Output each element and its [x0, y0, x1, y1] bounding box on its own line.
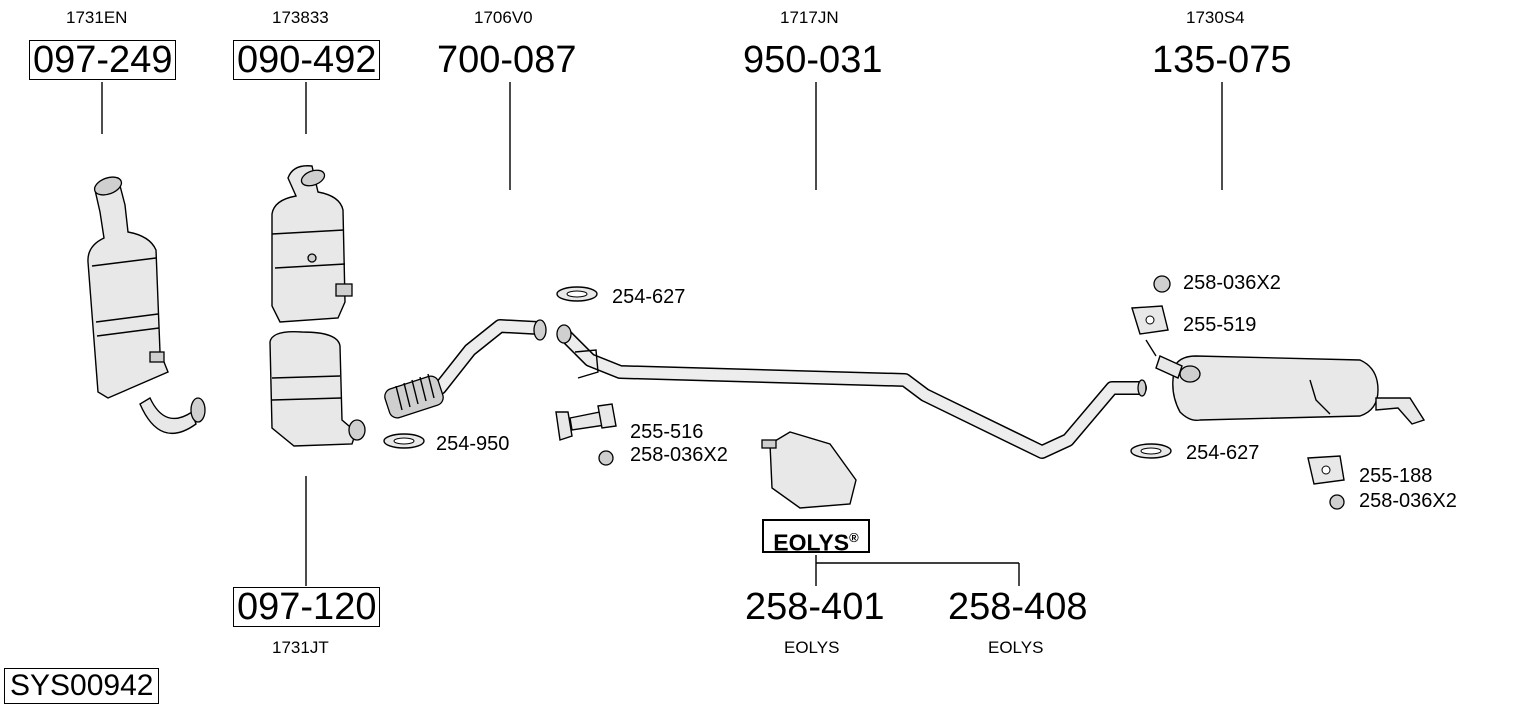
oe-number: 1717JN — [780, 8, 839, 27]
clamp-254-627-rear-drawing — [1130, 443, 1172, 459]
hanger-255-188-drawing — [1307, 455, 1345, 485]
eolys-bag-drawing — [761, 431, 857, 509]
accessory-number[interactable]: 255-188 — [1359, 465, 1433, 487]
part-097-120-filter-drawing — [269, 331, 366, 447]
clamp-254-950-drawing — [383, 433, 425, 449]
accessory-number[interactable]: 254-950 — [436, 433, 510, 455]
accessory-number[interactable]: 254-627 — [612, 286, 686, 308]
accessory-number[interactable]: 258-036X2 — [1183, 272, 1281, 294]
eolys-label: EOLYS — [773, 529, 850, 556]
accessory-number[interactable]: 254-627 — [1186, 442, 1260, 464]
oe-number: 173833 — [272, 8, 329, 27]
oe-number: 1706V0 — [474, 8, 533, 27]
part-number[interactable]: 090-492 — [233, 40, 381, 80]
hanger-255-519-drawing — [1131, 305, 1169, 357]
nut-258-036X2-front-drawing — [598, 450, 614, 466]
part-135-075-silencer-drawing — [1155, 355, 1426, 425]
accessory-number[interactable]: 258-036X2 — [630, 444, 728, 466]
nut-258-036X2-rear-top-drawing — [1153, 275, 1171, 293]
part-700-087-front-pipe-drawing — [384, 319, 547, 419]
part-950-031-center-pipe-drawing — [556, 324, 1147, 459]
registered-mark: ® — [849, 530, 859, 545]
accessory-number[interactable]: 255-519 — [1183, 314, 1257, 336]
part-090-492-filter-drawing — [271, 165, 353, 323]
hanger-255-516-drawing — [555, 403, 617, 441]
clamp-254-627-front-drawing — [556, 286, 598, 302]
part-number[interactable]: 700-087 — [437, 39, 577, 81]
part-number[interactable]: 097-249 — [29, 40, 177, 80]
eolys-label-box: EOLYS® — [762, 519, 870, 556]
part-number[interactable]: 950-031 — [743, 39, 883, 81]
oe-number: 1731EN — [66, 8, 128, 27]
accessory-number[interactable]: 255-516 — [630, 421, 704, 443]
part-number[interactable]: 258-408 — [948, 586, 1088, 628]
part-number[interactable]: 258-401 — [745, 586, 885, 628]
oe-number: 1731JT — [272, 638, 329, 657]
oe-number: EOLYS — [784, 638, 840, 657]
oe-number: 1730S4 — [1186, 8, 1245, 27]
part-number[interactable]: 097-120 — [233, 587, 381, 627]
part-number[interactable]: 135-075 — [1152, 39, 1292, 81]
system-id: SYS00942 — [4, 668, 160, 704]
part-097-249-converter-drawing — [87, 176, 206, 434]
oe-number: EOLYS — [988, 638, 1044, 657]
nut-258-036X2-rear-bottom-drawing — [1329, 494, 1345, 510]
accessory-number[interactable]: 258-036X2 — [1359, 490, 1457, 512]
leader-lines — [101, 82, 1223, 586]
